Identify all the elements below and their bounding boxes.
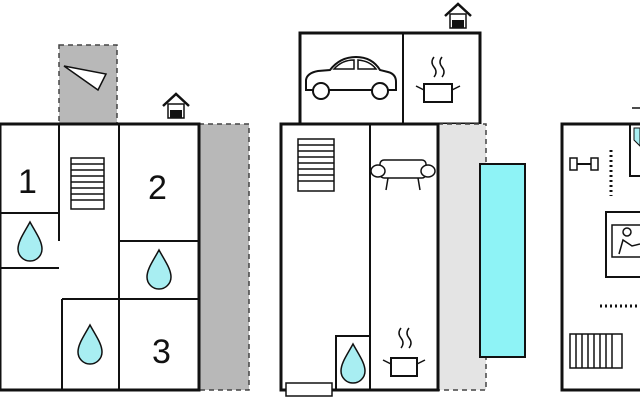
sofa-icon [370,159,436,191]
water-drop-icon [340,342,366,384]
stairs-icon [70,157,105,210]
house-entrance-icon [162,92,190,119]
swimming-pool [479,163,526,358]
stairs-icon [297,138,335,192]
terrace-side [198,123,250,391]
floor-plan-3 [560,107,640,392]
room-number-1: 1 [18,163,37,201]
room-number-2: 2 [148,169,167,207]
cooking-pot-icon [415,56,461,103]
house-entrance-icon [444,2,472,29]
compass-arrow-icon [63,65,108,92]
stairs-icon [569,333,623,369]
water-drop-icon [17,220,43,262]
water-drop-icon [77,323,103,365]
dumbbell-icon [569,157,599,171]
cooking-pot-icon [382,327,426,377]
doorstep [285,382,333,397]
floor-plan-2 [279,2,526,397]
water-drop-icon [146,248,172,290]
room-number-3: 3 [152,333,171,371]
balcony-side [437,123,487,391]
plan-3-outline [560,122,640,392]
terrace-top [58,44,118,125]
car-icon [305,55,397,100]
floor-plan-1: 1 2 3 [0,44,250,392]
sauna-icon [605,211,640,278]
plan-1-outline [0,122,201,392]
tv-icon [629,124,640,177]
